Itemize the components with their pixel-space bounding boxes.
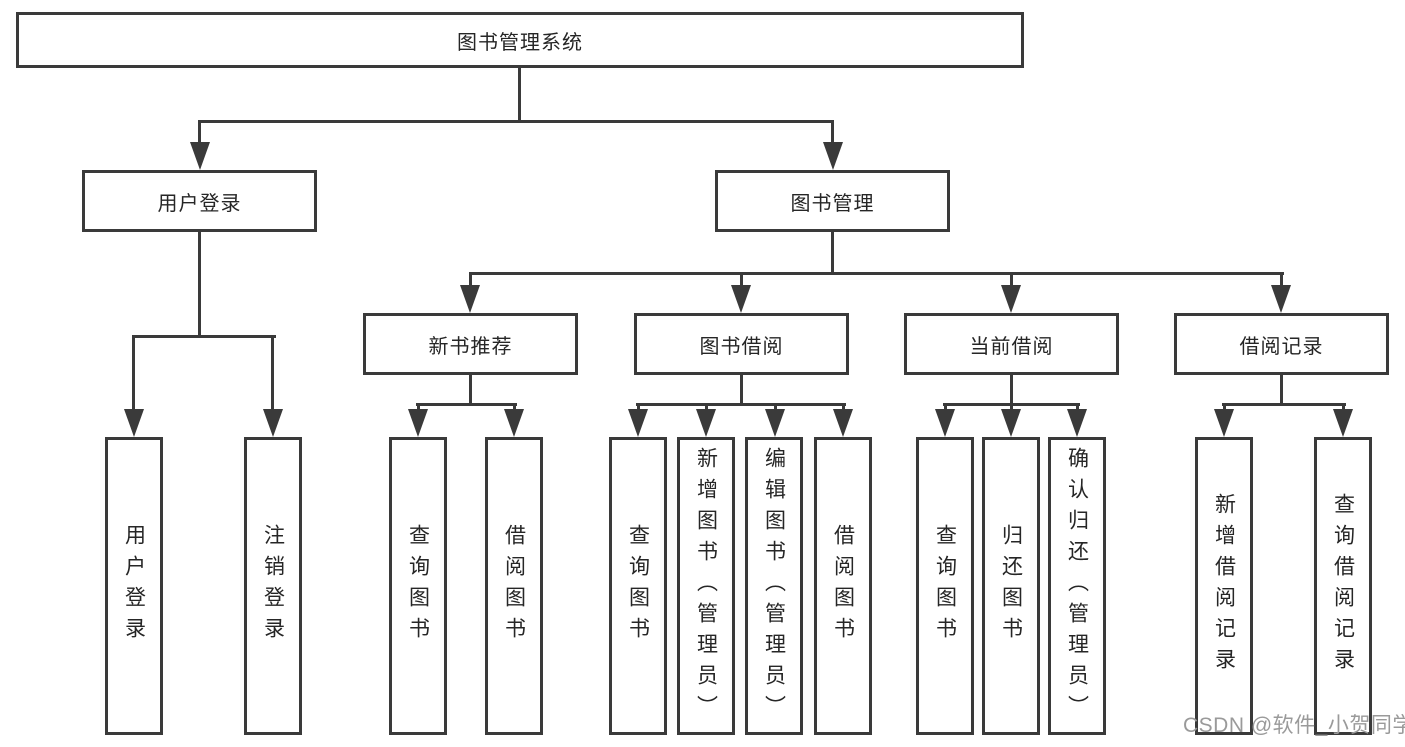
node-book-borrowing: 图书借阅 bbox=[634, 313, 849, 375]
arrow-down-icon bbox=[1067, 409, 1087, 437]
leaf-return-books: 归还图书 bbox=[982, 437, 1040, 735]
arrow-down-icon bbox=[823, 142, 843, 170]
connector-drop bbox=[842, 403, 845, 413]
node-book-management: 图书管理 bbox=[715, 170, 950, 232]
arrow-down-icon bbox=[731, 285, 751, 313]
leaf-label: 借阅图书 bbox=[831, 524, 855, 648]
leaf-confirm-return-admin: 确认归还（管理员） bbox=[1048, 437, 1106, 735]
connector-drop-book-mgmt bbox=[831, 120, 834, 146]
node-label: 借阅记录 bbox=[1239, 335, 1324, 358]
connector-book-mgmt-stem bbox=[831, 232, 834, 272]
connector-new-books-stem bbox=[469, 375, 472, 403]
connector-drop bbox=[740, 272, 743, 289]
connector-drop bbox=[132, 335, 135, 413]
arrow-down-icon bbox=[1001, 285, 1021, 313]
connector-borrow-records-stem bbox=[1280, 375, 1283, 403]
leaf-label: 用户登录 bbox=[122, 524, 146, 648]
leaf-label: 借阅图书 bbox=[502, 524, 526, 648]
leaf-label: 编辑图书（管理员） bbox=[762, 446, 786, 726]
leaf-label: 新增借阅记录 bbox=[1212, 493, 1236, 679]
connector-current-borrow-stem bbox=[1010, 375, 1013, 403]
connector-book-borrow-branch bbox=[636, 403, 846, 406]
connector-drop bbox=[1010, 272, 1013, 289]
arrow-down-icon bbox=[628, 409, 648, 437]
leaf-borrow-books-2: 借阅图书 bbox=[814, 437, 872, 735]
node-current-borrowing: 当前借阅 bbox=[904, 313, 1119, 375]
arrow-down-icon bbox=[190, 142, 210, 170]
csdn-watermark: CSDN @软件_小贺同学 bbox=[1183, 714, 1405, 737]
arrow-down-icon bbox=[460, 285, 480, 313]
node-borrowing-records: 借阅记录 bbox=[1174, 313, 1389, 375]
arrow-down-icon bbox=[833, 409, 853, 437]
leaf-label: 查询图书 bbox=[933, 524, 957, 648]
leaf-search-books-2: 查询图书 bbox=[609, 437, 667, 735]
connector-drop bbox=[1076, 403, 1079, 413]
connector-drop bbox=[944, 403, 947, 413]
node-label: 当前借阅 bbox=[969, 335, 1054, 358]
leaf-label: 注销登录 bbox=[261, 524, 285, 648]
arrow-down-icon bbox=[1333, 409, 1353, 437]
node-label: 用户登录 bbox=[157, 192, 242, 215]
node-label: 图书借阅 bbox=[699, 335, 784, 358]
arrow-down-icon bbox=[765, 409, 785, 437]
connector-book-borrow-stem bbox=[740, 375, 743, 403]
connector-new-books-branch bbox=[416, 403, 517, 406]
connector-user-login-stem bbox=[198, 232, 201, 335]
node-user-login: 用户登录 bbox=[82, 170, 317, 232]
connector-drop bbox=[417, 403, 420, 413]
arrow-down-icon bbox=[504, 409, 524, 437]
connector-drop bbox=[469, 272, 472, 289]
connector-drop bbox=[1342, 403, 1345, 413]
connector-drop bbox=[1223, 403, 1226, 413]
connector-book-mgmt-branch bbox=[469, 272, 1284, 275]
connector-drop bbox=[513, 403, 516, 413]
connector-root-stem bbox=[518, 68, 521, 120]
connector-root-branch bbox=[198, 120, 834, 123]
node-label: 图书管理系统 bbox=[457, 31, 583, 54]
arrow-down-icon bbox=[1271, 285, 1291, 313]
arrow-down-icon bbox=[696, 409, 716, 437]
node-new-book-recommend: 新书推荐 bbox=[363, 313, 578, 375]
leaf-logout: 注销登录 bbox=[244, 437, 302, 735]
leaf-label: 归还图书 bbox=[999, 524, 1023, 648]
node-label: 新书推荐 bbox=[428, 335, 513, 358]
leaf-search-borrow-record: 查询借阅记录 bbox=[1314, 437, 1372, 735]
leaf-add-borrow-record: 新增借阅记录 bbox=[1195, 437, 1253, 735]
leaf-user-login: 用户登录 bbox=[105, 437, 163, 735]
connector-borrow-records-branch bbox=[1222, 403, 1346, 406]
connector-drop bbox=[271, 335, 274, 413]
leaf-borrow-books-1: 借阅图书 bbox=[485, 437, 543, 735]
leaf-search-books-3: 查询图书 bbox=[916, 437, 974, 735]
arrow-down-icon bbox=[408, 409, 428, 437]
arrow-down-icon bbox=[263, 409, 283, 437]
leaf-label: 查询借阅记录 bbox=[1331, 493, 1355, 679]
leaf-add-book-admin: 新增图书（管理员） bbox=[677, 437, 735, 735]
leaf-label: 确认归还（管理员） bbox=[1065, 446, 1089, 726]
leaf-search-books-1: 查询图书 bbox=[389, 437, 447, 735]
connector-drop bbox=[705, 403, 708, 413]
arrow-down-icon bbox=[935, 409, 955, 437]
connector-drop-user-login bbox=[198, 120, 201, 146]
connector-drop bbox=[1010, 403, 1013, 413]
leaf-label: 查询图书 bbox=[406, 524, 430, 648]
arrow-down-icon bbox=[1214, 409, 1234, 437]
leaf-edit-book-admin: 编辑图书（管理员） bbox=[745, 437, 803, 735]
connector-drop bbox=[637, 403, 640, 413]
connector-drop bbox=[774, 403, 777, 413]
connector-user-login-branch bbox=[132, 335, 276, 338]
arrow-down-icon bbox=[124, 409, 144, 437]
node-root-library-system: 图书管理系统 bbox=[16, 12, 1024, 68]
node-label: 图书管理 bbox=[790, 192, 875, 215]
arrow-down-icon bbox=[1001, 409, 1021, 437]
connector-drop bbox=[1280, 272, 1283, 289]
leaf-label: 新增图书（管理员） bbox=[694, 446, 718, 726]
leaf-label: 查询图书 bbox=[626, 524, 650, 648]
